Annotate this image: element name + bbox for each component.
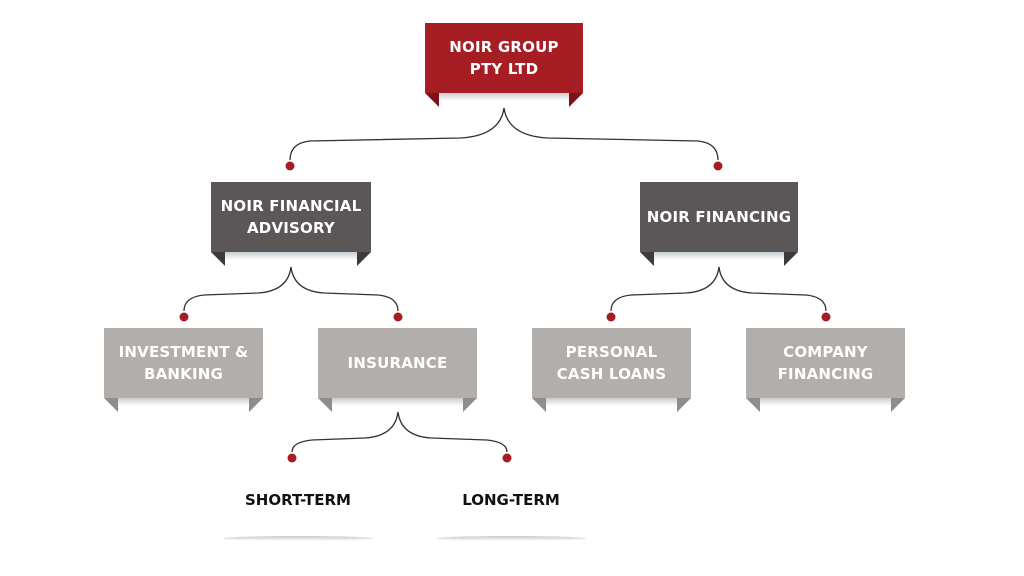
node-label: ADVISORY: [246, 219, 335, 237]
node-investment-banking: INVESTMENT & BANKING: [104, 328, 263, 412]
ribbon-shadow: [225, 252, 357, 260]
node-noir-financial-advisory: NOIR FINANCIAL ADVISORY: [211, 182, 371, 266]
connector-financing-left: [610, 266, 720, 312]
node-label: CASH LOANS: [556, 365, 667, 383]
node-label: BANKING: [143, 365, 224, 383]
ribbon-shadow: [546, 398, 677, 406]
connector-dot: [285, 161, 295, 171]
connector-financing-right: [718, 266, 827, 312]
connector-insurance-left: [291, 411, 399, 453]
node-label: PERSONAL: [565, 343, 658, 361]
connector-dot: [287, 453, 297, 463]
node-label: PTY LTD: [469, 60, 539, 78]
ribbon-shadow: [654, 252, 784, 260]
connector-dot: [606, 312, 616, 322]
connector-dot: [393, 312, 403, 322]
node-label: FINANCING: [777, 365, 874, 383]
node-insurance: INSURANCE: [318, 328, 477, 412]
connector-root-right: [503, 107, 719, 161]
node-company-financing: COMPANY FINANCING: [746, 328, 905, 412]
connector-advisory-right: [290, 266, 399, 312]
ribbon-shadow: [118, 398, 249, 406]
ribbon-shadow: [439, 93, 569, 101]
connector-insurance-right: [397, 411, 508, 453]
connector-advisory-left: [183, 266, 292, 312]
node-label: NOIR FINANCING: [646, 208, 792, 226]
node-noir-group: NOIR GROUP PTY LTD: [425, 23, 583, 107]
connector-dot: [502, 453, 512, 463]
connector-dot: [179, 312, 189, 322]
leaf-long-term: LONG-TERM: [462, 491, 560, 509]
connector-dot: [713, 161, 723, 171]
node-label: INSURANCE: [347, 354, 448, 372]
connector-dot: [821, 312, 831, 322]
node-label: NOIR FINANCIAL: [220, 197, 362, 215]
leaf-shadow: [436, 536, 586, 541]
node-label: COMPANY: [783, 343, 868, 361]
node-personal-cash-loans: PERSONAL CASH LOANS: [532, 328, 691, 412]
leaf-shadow: [223, 536, 373, 541]
node-label: NOIR GROUP: [449, 38, 559, 56]
ribbon-shadow: [332, 398, 463, 406]
node-label: INVESTMENT &: [118, 343, 249, 361]
ribbon-shadow: [760, 398, 891, 406]
connector-root-left: [289, 107, 505, 161]
node-noir-financing: NOIR FINANCING: [640, 182, 798, 266]
leaf-short-term: SHORT-TERM: [245, 491, 351, 509]
